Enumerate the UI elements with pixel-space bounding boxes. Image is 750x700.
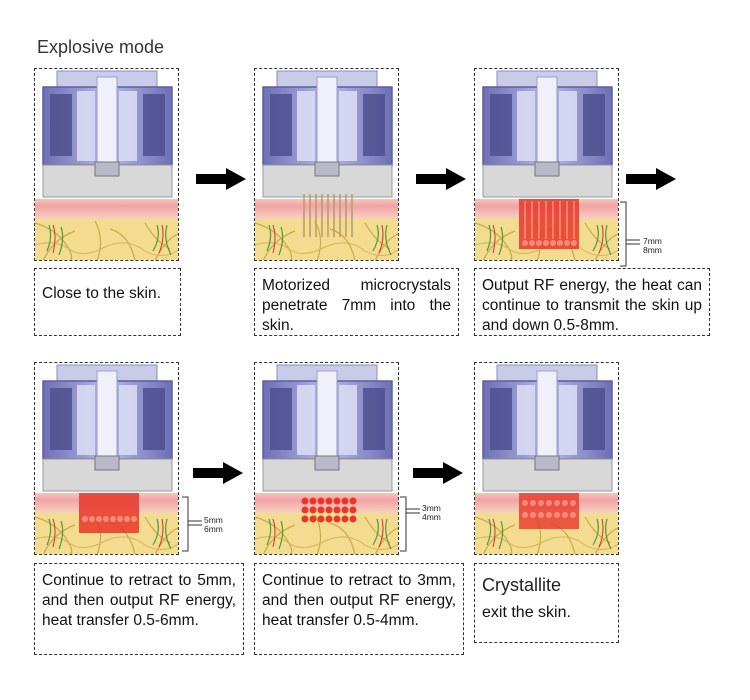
depth-label-7mm: 7mm [643,236,662,246]
step-1-caption: Close to the skin. [34,268,181,336]
step-5-caption: Continue to retract to 3mm, and then out… [254,563,464,655]
right-arrow-icon [196,168,246,190]
mode-title: Explosive mode [37,37,165,57]
depth-label-3mm: 3mm [422,503,441,513]
rf-heat-zone-graphic [79,493,139,533]
applicator-device-graphic [35,69,179,199]
depth-bracket [620,201,640,267]
step-3-caption: Output RF energy, the heat can continue … [474,268,710,336]
microneedles-graphic [303,194,353,237]
skin-layers-graphic [35,199,179,261]
depth-bracket [400,496,420,552]
right-arrow-icon [626,168,676,190]
step-6-caption: exit the skin. [482,604,571,621]
depth-label-6mm: 6mm [204,524,223,534]
rf-heat-zone-graphic [519,199,579,249]
right-arrow-icon [416,168,466,190]
step-4-caption: Continue to retract to 5mm, and then out… [34,563,244,655]
right-arrow-icon [413,462,463,484]
rf-heat-zone-graphic [301,497,357,523]
depth-label-5mm: 5mm [204,515,223,525]
depth-bracket [182,496,202,552]
right-arrow-icon [193,462,243,484]
depth-label-8mm: 8mm [643,245,662,255]
step-6-illustration [474,362,619,555]
step-2-caption: Motorized microcrystals penetrate 7mm in… [254,268,459,336]
step-1-illustration [34,68,179,261]
step-2-illustration [254,68,399,261]
depth-label-4mm: 4mm [422,512,441,522]
step-3-illustration [474,68,619,261]
step-5-illustration [254,362,399,555]
step-6-caption-title: Crystallite [482,575,562,595]
step-4-illustration [34,362,179,555]
step-6-caption-box: Crystallite exit the skin. [474,563,619,643]
rf-heat-zone-graphic [519,493,579,529]
